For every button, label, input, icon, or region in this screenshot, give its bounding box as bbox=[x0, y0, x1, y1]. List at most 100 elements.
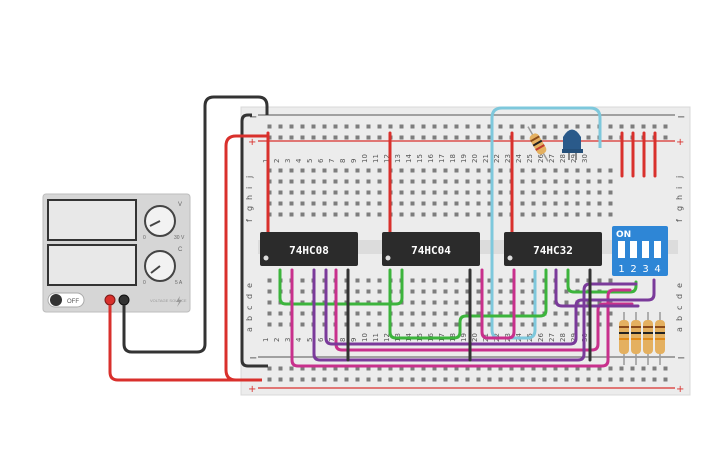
power-supply-brand: VOLTAGE SOURCE bbox=[150, 298, 187, 303]
column-number: 5 bbox=[306, 159, 314, 163]
column-number: 16 bbox=[427, 154, 435, 163]
dip-toggle-4[interactable] bbox=[654, 241, 661, 258]
resistor-band bbox=[631, 332, 641, 334]
dip-switch[interactable]: ON 1 2 3 4 bbox=[612, 226, 668, 276]
column-number: 26 bbox=[537, 333, 545, 342]
column-number: 4 bbox=[295, 337, 303, 342]
current-display bbox=[47, 244, 137, 286]
row-letter-e-right: e bbox=[675, 283, 684, 288]
magenta-wire-a[interactable] bbox=[290, 268, 632, 368]
column-number: 4 bbox=[295, 158, 303, 163]
column-number: 23 bbox=[504, 154, 512, 163]
chip-74hc04[interactable]: 74HC04 bbox=[382, 232, 480, 266]
rail-minus-top-left: − bbox=[249, 112, 257, 123]
dip-toggle-1[interactable] bbox=[618, 241, 625, 258]
resistor-led[interactable] bbox=[524, 124, 553, 164]
column-number: 17 bbox=[438, 154, 446, 163]
column-number: 3 bbox=[284, 159, 292, 163]
dip-toggle-3[interactable] bbox=[642, 241, 649, 258]
led-dome[interactable] bbox=[563, 129, 581, 153]
resistor-body[interactable] bbox=[619, 320, 629, 354]
column-number: 19 bbox=[460, 154, 468, 163]
row-letter-d-right: d bbox=[675, 294, 684, 299]
resistor-pulldown-2[interactable] bbox=[631, 312, 641, 365]
row-letter-j-right: j bbox=[675, 176, 684, 179]
column-number: 10 bbox=[361, 333, 369, 342]
column-number: 12 bbox=[383, 333, 391, 342]
current-knob-pointer bbox=[150, 265, 161, 274]
row-letter-i-left: i bbox=[245, 187, 254, 189]
purple-wire-c[interactable] bbox=[554, 268, 640, 308]
rail-plus-top-left: + bbox=[248, 137, 256, 148]
resistor-band bbox=[530, 135, 540, 143]
magenta-wire-c[interactable] bbox=[480, 268, 516, 340]
voltage-max-label: 30 V bbox=[174, 235, 185, 241]
row-letter-f-left: f bbox=[245, 219, 254, 222]
resistor-band bbox=[535, 144, 545, 151]
column-number: 6 bbox=[317, 337, 325, 342]
column-number: 22 bbox=[493, 154, 501, 163]
column-number: 28 bbox=[559, 333, 567, 342]
row-letter-b-right: b bbox=[675, 316, 684, 321]
column-number: 14 bbox=[405, 154, 413, 163]
column-number: 25 bbox=[526, 154, 534, 163]
resistor-band bbox=[655, 338, 665, 340]
chip-label: 74HC04 bbox=[411, 244, 451, 257]
rail-minus-top-right: − bbox=[677, 112, 685, 123]
lightning-icon bbox=[176, 296, 182, 307]
black-wire-supply-to-rail[interactable] bbox=[122, 95, 269, 354]
column-number: 15 bbox=[416, 154, 424, 163]
resistor-pulldown-1[interactable] bbox=[619, 312, 629, 365]
resistor-body[interactable] bbox=[631, 320, 641, 354]
column-number: 2 bbox=[273, 338, 281, 342]
rail-plus-bottom-right: + bbox=[676, 384, 684, 395]
column-number: 5 bbox=[306, 338, 314, 342]
negative-terminal[interactable] bbox=[118, 294, 130, 306]
chip-notch bbox=[263, 255, 269, 261]
column-number: 29 bbox=[570, 333, 578, 342]
pull-down-resistors[interactable] bbox=[619, 312, 665, 365]
current-min-label: 0 bbox=[143, 280, 146, 286]
positive-terminal[interactable] bbox=[104, 294, 116, 306]
column-number: 29 bbox=[570, 154, 578, 163]
purple-wire-b[interactable] bbox=[324, 268, 656, 346]
row-letter-b-left: b bbox=[245, 316, 254, 321]
cyan-wire[interactable] bbox=[490, 106, 602, 340]
row-letter-g-right: g bbox=[675, 206, 684, 211]
resistor-body[interactable] bbox=[655, 320, 665, 354]
resistor-band bbox=[643, 332, 653, 334]
chip-body[interactable] bbox=[260, 232, 358, 266]
green-wire-and-out-to-inv[interactable] bbox=[278, 268, 404, 306]
row-letter-a-right: a bbox=[675, 327, 684, 332]
current-max-label: 5 A bbox=[175, 280, 183, 286]
dip-toggle-2[interactable] bbox=[630, 241, 637, 258]
red-wire-supply-to-rail[interactable] bbox=[108, 305, 262, 382]
power-supply[interactable]: V 0 30 V C 0 5 A OFF VOLTAGE SOURCE bbox=[42, 193, 191, 313]
dip-number-3: 3 bbox=[642, 264, 648, 275]
column-number: 6 bbox=[317, 158, 325, 163]
column-number: 9 bbox=[350, 159, 358, 163]
led-blue[interactable] bbox=[562, 129, 583, 161]
chip-body[interactable] bbox=[382, 232, 480, 266]
upper-terminal-holes bbox=[263, 168, 615, 223]
black-wire-rail-to-rail[interactable] bbox=[240, 113, 268, 368]
green-wire-dip-to-or[interactable] bbox=[566, 268, 638, 294]
power-switch-knob[interactable] bbox=[50, 294, 62, 306]
red-wires[interactable] bbox=[266, 131, 657, 240]
chip-body[interactable] bbox=[504, 232, 602, 266]
row-letter-c-right: c bbox=[675, 306, 684, 310]
resistor-pulldown-4[interactable] bbox=[655, 312, 665, 365]
resistor-body[interactable] bbox=[643, 320, 653, 354]
row-letter-c-left: c bbox=[245, 306, 254, 310]
row-letter-i-right: i bbox=[675, 187, 684, 189]
dip-switch-body[interactable] bbox=[612, 226, 668, 276]
purple-wire-a[interactable] bbox=[312, 268, 638, 362]
column-number: 8 bbox=[339, 338, 347, 342]
red-wire-left-rail-up[interactable] bbox=[224, 134, 268, 382]
column-number: 11 bbox=[372, 154, 380, 163]
green-wire-inv-to-or[interactable] bbox=[388, 268, 548, 340]
resistor-pulldown-3[interactable] bbox=[643, 312, 653, 365]
rail-minus-bottom-right: − bbox=[677, 353, 685, 364]
chip-74hc08[interactable]: 74HC08 bbox=[260, 232, 358, 266]
chip-74hc32[interactable]: 74HC32 bbox=[504, 232, 602, 266]
